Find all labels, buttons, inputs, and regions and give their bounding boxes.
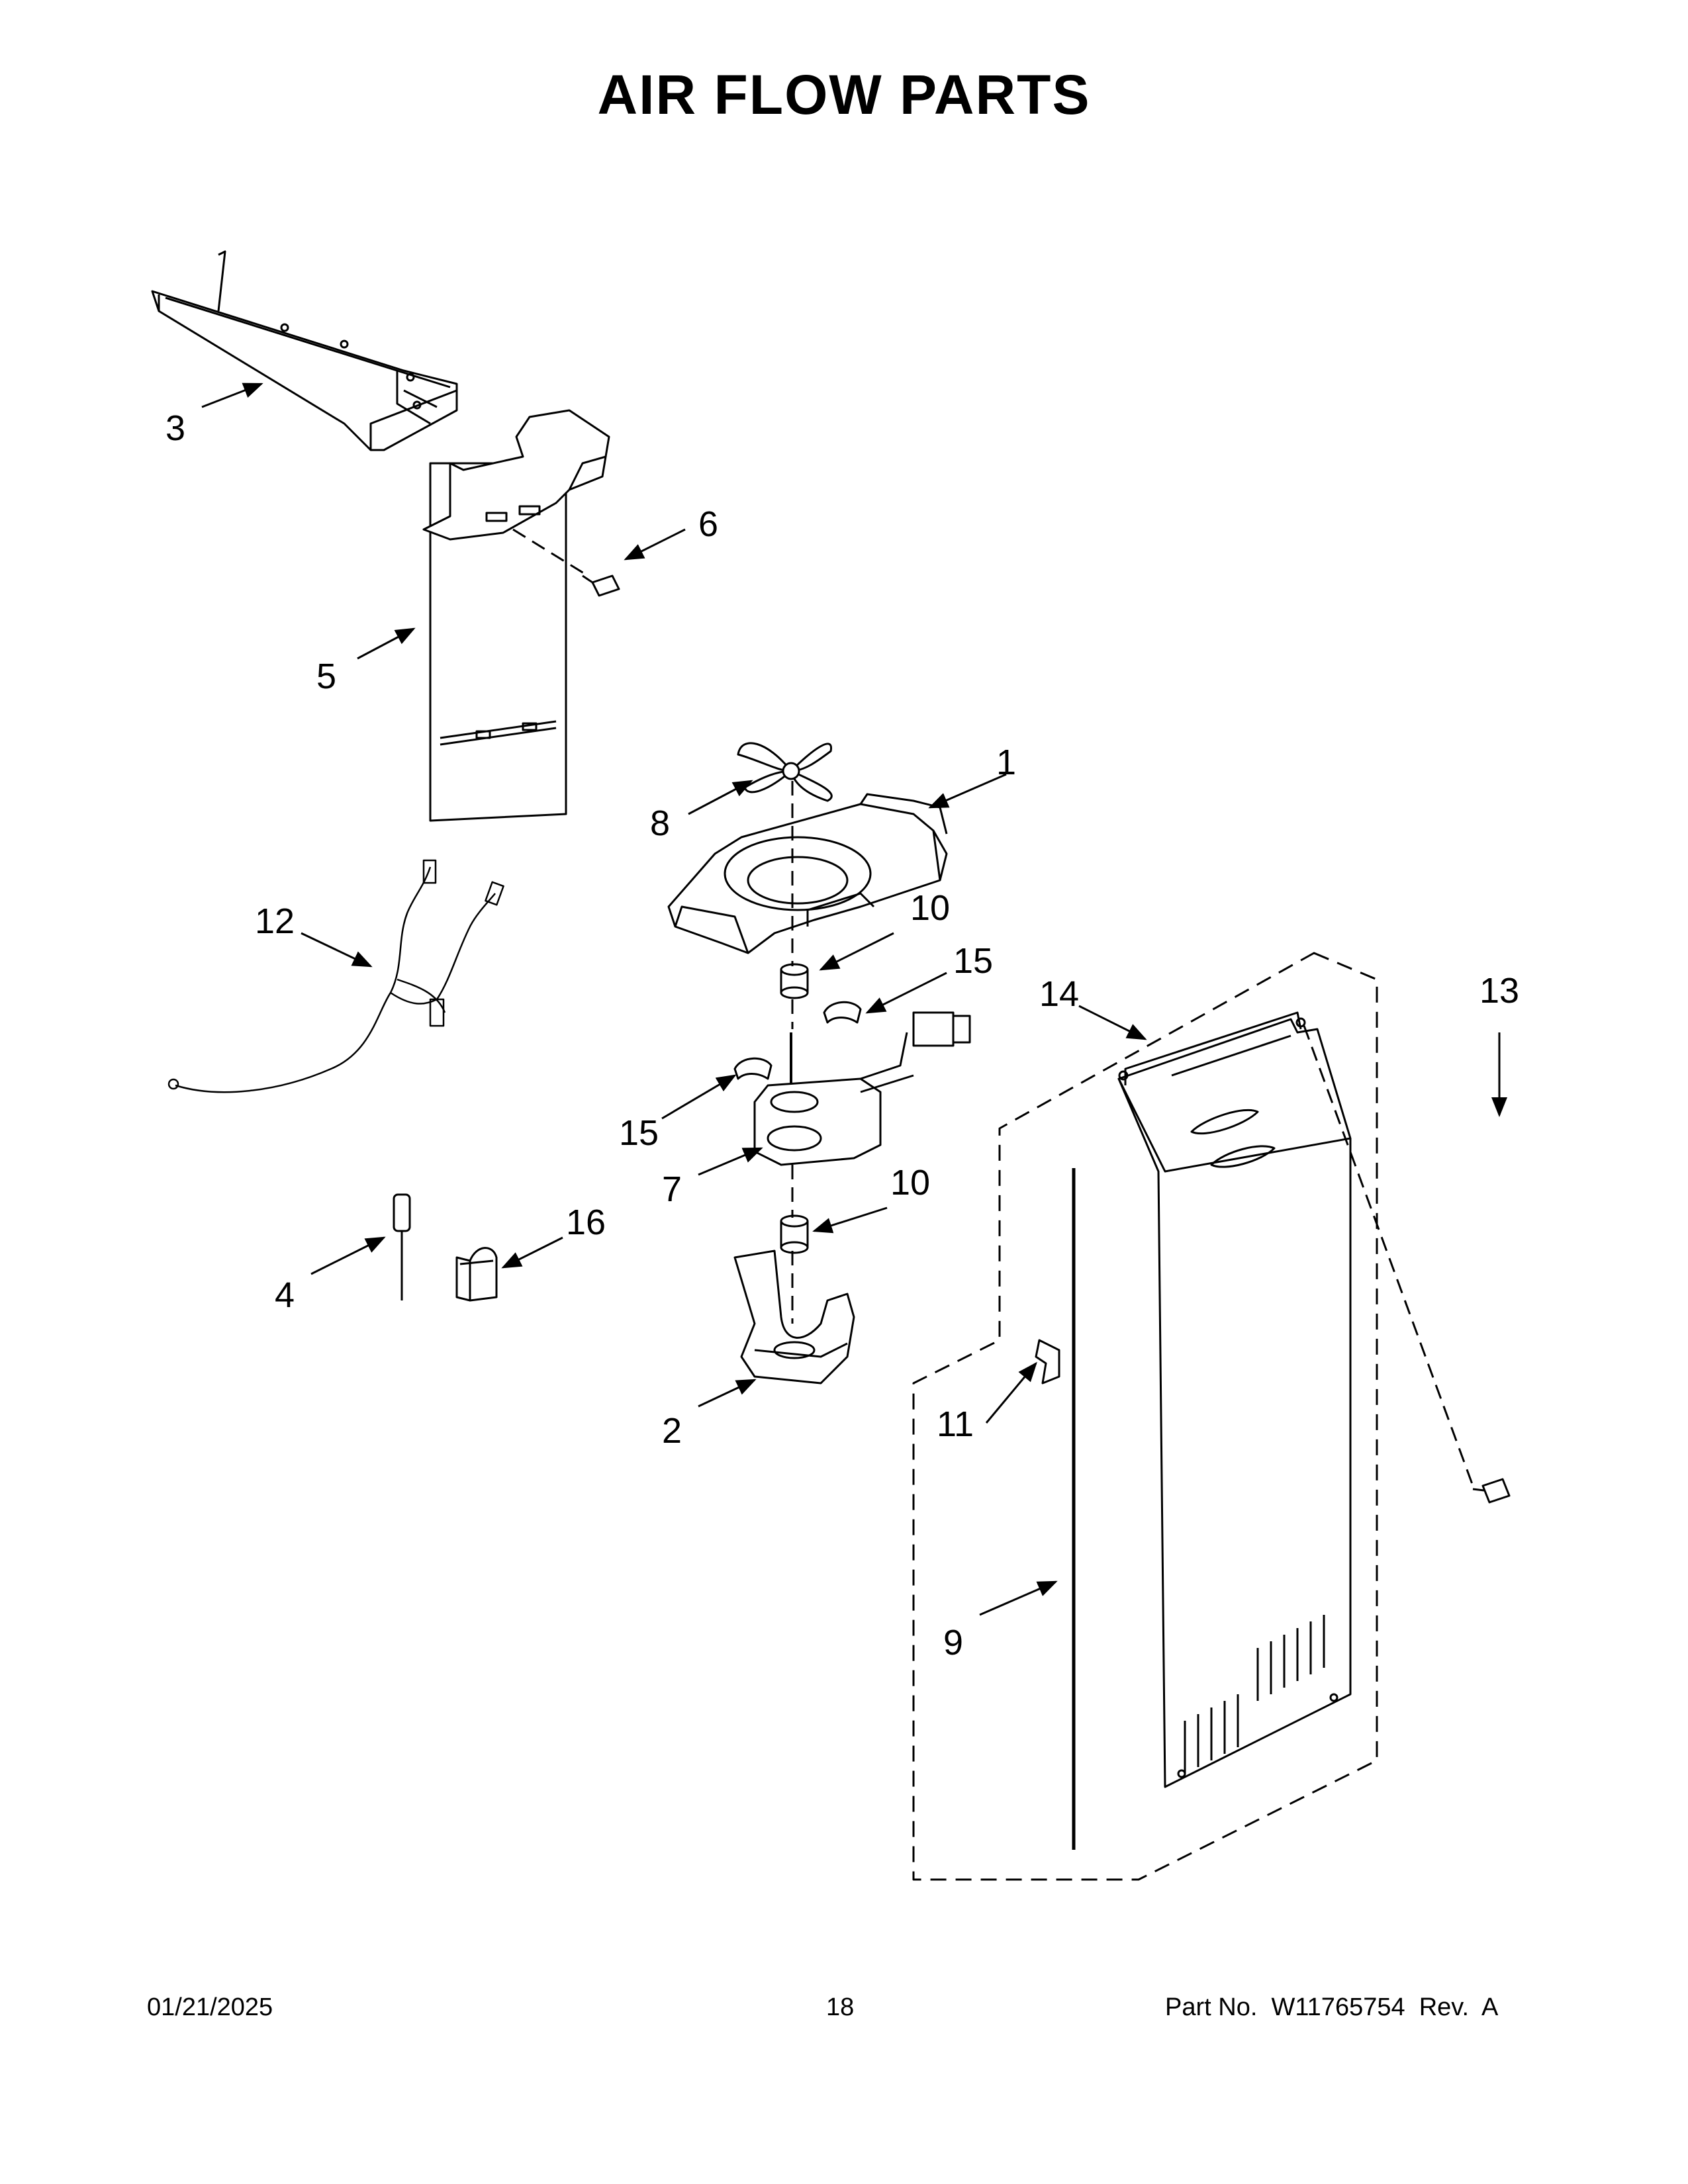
part-15-grommet-right <box>823 1001 862 1024</box>
page-title: AIR FLOW PARTS <box>597 64 1091 126</box>
part-7-fan-motor <box>753 1011 971 1166</box>
footer-date: 01/21/2025 <box>147 1993 273 2021</box>
part-3-duct-tray <box>151 250 458 451</box>
part-2-motor-bracket <box>733 1250 855 1385</box>
part-13-leader <box>1303 1025 1474 1486</box>
callout-15-right: 15 <box>953 941 993 981</box>
callout-6: 6 <box>698 504 718 544</box>
part-1-fan-housing <box>667 793 948 954</box>
callout-3: 3 <box>165 408 185 448</box>
callout-7: 7 <box>662 1169 682 1209</box>
part-11-clip <box>1035 1339 1060 1385</box>
callout-labels: 3 6 5 1 8 12 10 15 14 13 15 7 10 16 4 2 … <box>165 408 1519 1662</box>
part-6-screw <box>582 574 620 597</box>
callout-8: 8 <box>650 803 670 843</box>
callout-14: 14 <box>1039 974 1079 1014</box>
callout-arrows <box>201 383 1507 1616</box>
part-13-screw <box>1472 1478 1511 1504</box>
part-8-fan-blade <box>737 742 833 802</box>
part-12-wire-harness <box>167 859 504 1093</box>
callout-12: 12 <box>255 901 295 941</box>
callout-10-upper: 10 <box>910 888 950 928</box>
callout-4: 4 <box>275 1275 295 1315</box>
part-14-evaporator-cover <box>1117 1011 1352 1788</box>
part-5-air-duct <box>422 409 610 822</box>
callout-9: 9 <box>943 1623 963 1662</box>
part-10-bushing-upper <box>780 963 809 999</box>
part-6-leader <box>512 528 586 576</box>
part-10-bushing-lower <box>780 1214 809 1254</box>
callout-11: 11 <box>937 1404 974 1444</box>
part-14-group-outline <box>912 952 1378 1881</box>
footer-part-number: Part No. W11765754 Rev. A <box>1165 1993 1499 2021</box>
callout-16: 16 <box>566 1203 606 1242</box>
part-16-clip <box>455 1247 498 1302</box>
callout-1: 1 <box>996 743 1016 782</box>
callout-15-left: 15 <box>619 1113 659 1153</box>
callout-5: 5 <box>316 657 336 696</box>
part-15-grommet-left <box>733 1057 773 1080</box>
callout-10-lower: 10 <box>890 1163 930 1203</box>
callout-13: 13 <box>1479 971 1519 1011</box>
footer-page-number: 18 <box>826 1993 855 2021</box>
callout-2: 2 <box>662 1411 682 1451</box>
part-4-thermistor <box>393 1193 411 1300</box>
